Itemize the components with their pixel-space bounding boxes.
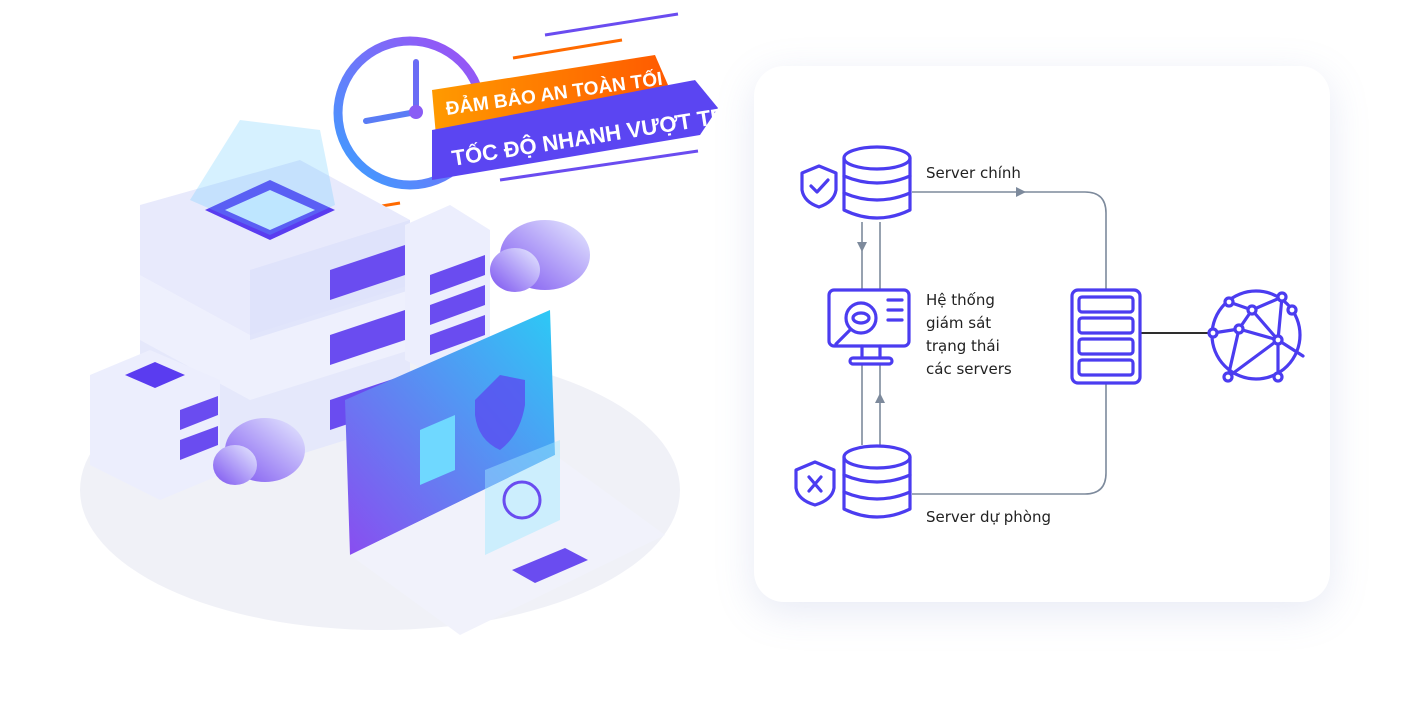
database-server-main-icon xyxy=(842,145,912,220)
banner-purple xyxy=(432,80,718,180)
laptop-illustration xyxy=(345,310,665,635)
arrow-up-icon xyxy=(875,393,885,403)
rack-server-icon xyxy=(1070,288,1142,385)
server-stack-right xyxy=(405,205,490,380)
database-server-backup-icon xyxy=(842,444,912,519)
monitor-label-line-3: trạng thái xyxy=(926,337,1000,355)
monitor-label-line-4: các servers xyxy=(926,360,1012,378)
arrow-right-icon xyxy=(1016,187,1026,197)
cloud-icon xyxy=(490,220,590,292)
server-stack-left xyxy=(90,350,220,500)
fingerprint-icon xyxy=(485,440,560,555)
shield-check-icon xyxy=(800,164,838,209)
shield-icon xyxy=(475,375,525,450)
cloud-icon xyxy=(213,418,305,485)
monitor-label-line-1: Hệ thống xyxy=(926,291,995,309)
main-server-label: Server chính xyxy=(926,164,1021,182)
shield-x-icon xyxy=(794,460,836,507)
monitor-search-icon xyxy=(827,288,911,366)
banner-orange xyxy=(432,55,668,136)
backup-server-label: Server dự phòng xyxy=(926,508,1051,526)
globe-network-icon xyxy=(1207,289,1305,383)
server-security-illustration xyxy=(80,12,718,635)
monitor-label-line-2: giám sát xyxy=(926,314,992,332)
touchpad xyxy=(512,548,588,583)
arrow-down-icon xyxy=(857,242,867,252)
connector-lines xyxy=(861,191,1107,495)
